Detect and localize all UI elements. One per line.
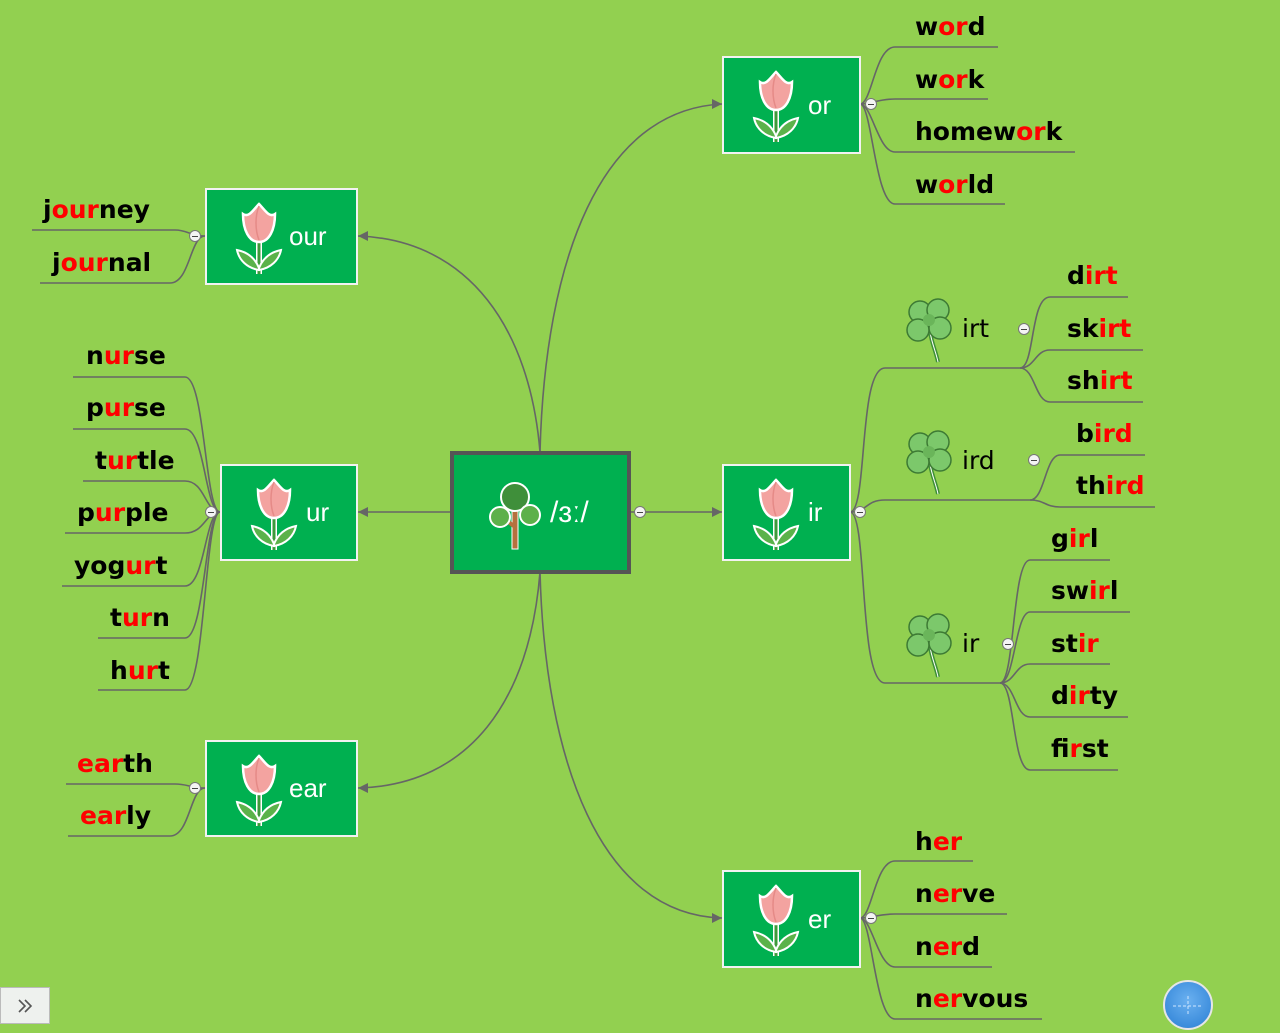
branch-ir-label: ir	[808, 497, 823, 527]
expand-panel-button[interactable]	[0, 987, 50, 1024]
collapse-ear-button[interactable]	[189, 782, 201, 794]
word-ur-0[interactable]: nurse	[86, 341, 166, 370]
branch-er-label: er	[808, 903, 832, 934]
word-our-0[interactable]: journey	[43, 195, 150, 224]
branch-our-label: our	[289, 221, 327, 251]
subgroup-irt[interactable]: irt	[900, 292, 989, 364]
branch-ear[interactable]: ear	[205, 740, 358, 837]
collapse-er-button[interactable]	[865, 912, 877, 924]
tulip-icon	[748, 68, 804, 146]
word-or-0[interactable]: word	[915, 12, 986, 41]
word-ear-1[interactable]: early	[80, 801, 152, 830]
branch-or-label: or	[808, 89, 832, 120]
word-ur-2[interactable]: turtle	[95, 446, 175, 475]
word-ir-3[interactable]: dirty	[1051, 681, 1119, 710]
word-er-2[interactable]: nerd	[915, 932, 981, 961]
clover-icon	[905, 429, 953, 496]
word-ur-1[interactable]: purse	[86, 393, 166, 422]
collapse-ir-button[interactable]	[854, 506, 866, 518]
branch-er[interactable]: er	[722, 870, 861, 968]
subgroup-ird[interactable]: ird	[900, 424, 995, 496]
word-irt-1[interactable]: skirt	[1067, 314, 1132, 343]
collapse-our-button[interactable]	[189, 230, 201, 242]
tulip-icon	[748, 476, 804, 554]
word-ir-4[interactable]: first	[1051, 734, 1109, 763]
central-topic[interactable]: /ɜː/	[450, 451, 631, 574]
collapse-ird-button[interactable]	[1028, 454, 1040, 466]
word-ir-1[interactable]: swirl	[1051, 576, 1119, 605]
word-ur-5[interactable]: turn	[110, 603, 170, 632]
clover-icon	[905, 297, 953, 364]
clover-icon	[905, 612, 953, 679]
tulip-icon	[231, 200, 287, 278]
word-ir-2[interactable]: stir	[1051, 629, 1099, 658]
word-irt-0[interactable]: dirt	[1067, 261, 1118, 290]
collapse-ir-sub-button[interactable]	[1002, 638, 1014, 650]
word-er-1[interactable]: nerve	[915, 879, 996, 908]
word-ur-4[interactable]: yogurt	[74, 551, 168, 580]
tulip-icon	[246, 476, 302, 554]
branch-ear-label: ear	[289, 773, 327, 803]
word-ur-6[interactable]: hurt	[110, 656, 170, 685]
word-er-0[interactable]: her	[915, 827, 963, 856]
branch-ur[interactable]: ur	[220, 464, 358, 561]
subgroup-irt-label: irt	[962, 313, 990, 343]
word-ir-0[interactable]: girl	[1051, 524, 1099, 553]
navigator-compass-button[interactable]	[1163, 980, 1213, 1030]
word-or-1[interactable]: work	[915, 65, 985, 94]
subgroup-ir-label: ir	[962, 628, 980, 658]
subgroup-ir[interactable]: ir	[900, 607, 979, 679]
tulip-icon	[231, 752, 287, 830]
word-irt-2[interactable]: shirt	[1067, 366, 1133, 395]
collapse-ur-button[interactable]	[205, 506, 217, 518]
collapse-or-button[interactable]	[865, 98, 877, 110]
word-or-2[interactable]: homework	[915, 117, 1063, 146]
branch-ur-label: ur	[306, 497, 330, 527]
tulip-icon	[748, 882, 804, 960]
compass-icon	[1173, 996, 1203, 1016]
central-topic-label: /ɜː/	[550, 495, 589, 529]
word-ird-0[interactable]: bird	[1076, 419, 1133, 448]
word-our-1[interactable]: journal	[52, 248, 152, 277]
branch-our[interactable]: our	[205, 188, 358, 285]
word-ur-3[interactable]: purple	[77, 498, 169, 527]
collapse-center-button[interactable]	[634, 506, 646, 518]
tree-icon	[489, 482, 541, 550]
word-er-3[interactable]: nervous	[915, 984, 1029, 1013]
subgroup-ird-label: ird	[962, 445, 995, 475]
word-ird-1[interactable]: third	[1076, 471, 1145, 500]
collapse-irt-button[interactable]	[1018, 323, 1030, 335]
double-chevron-right-icon	[18, 998, 33, 1013]
word-ear-0[interactable]: earth	[77, 749, 153, 778]
branch-or[interactable]: or	[722, 56, 861, 154]
branch-ir[interactable]: ir	[722, 464, 851, 561]
word-or-3[interactable]: world	[915, 170, 995, 199]
